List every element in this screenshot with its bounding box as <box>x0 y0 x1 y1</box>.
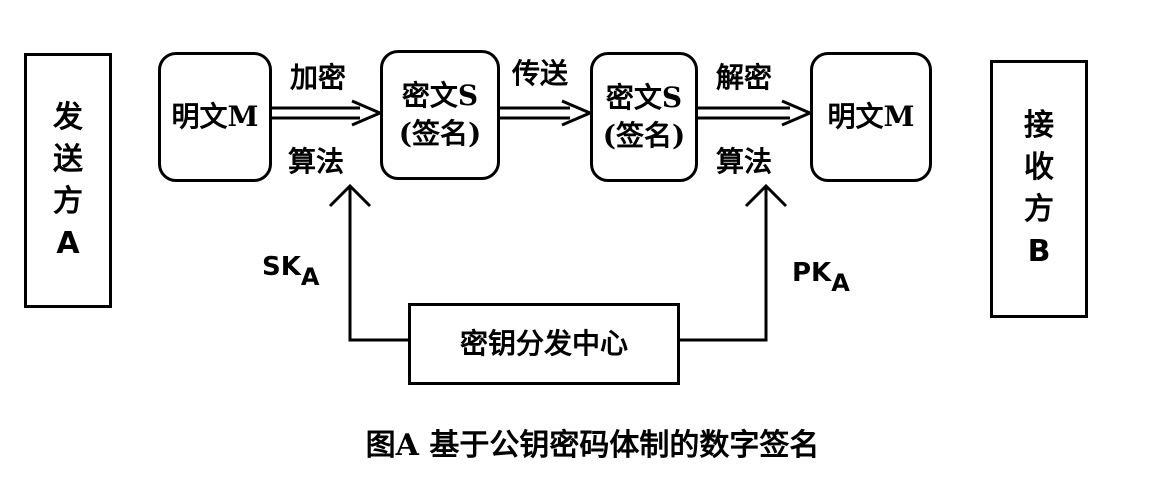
encrypt-label-bottom: 算法 <box>288 145 345 178</box>
plaintext-right-label: 明文M <box>827 100 915 133</box>
sk-main: SK <box>262 252 301 282</box>
transmit-arrow <box>500 99 594 127</box>
kdc-box: 密钥分发中心 <box>408 303 680 385</box>
receiver-char: 方 <box>1024 192 1054 227</box>
pk-sub: A <box>831 269 850 297</box>
sender-box: 发 送 方 A <box>24 53 112 308</box>
plaintext-left-label: 明文M <box>171 100 259 133</box>
plaintext-left-box: 明文M <box>158 52 272 182</box>
plaintext-right-box: 明文M <box>810 52 932 182</box>
figure-caption: 图A 基于公钥密码体制的数字签名 <box>365 428 820 463</box>
ciphertext-2-line1: 密文S <box>605 81 683 114</box>
transmit-label: 传送 <box>512 57 569 90</box>
kdc-label: 密钥分发中心 <box>459 327 628 360</box>
decrypt-arrow <box>698 99 814 127</box>
pk-label: PKA <box>792 258 850 297</box>
sender-char: A <box>56 225 80 261</box>
sender-char: 方 <box>53 183 83 219</box>
decrypt-label-top: 解密 <box>716 61 773 94</box>
receiver-char: 接 <box>1024 108 1054 143</box>
ciphertext-2-line2: (签名) <box>602 119 686 152</box>
encrypt-arrow <box>272 99 384 127</box>
encrypt-label-top: 加密 <box>290 61 347 94</box>
receiver-box: 接 收 方 B <box>990 60 1088 318</box>
sk-sub: A <box>300 263 320 291</box>
ciphertext-box-1: 密文S (签名) <box>380 50 500 180</box>
receiver-char: B <box>1027 234 1051 269</box>
sender-char: 送 <box>53 141 83 177</box>
ciphertext-1-line1: 密文S <box>401 79 479 112</box>
decrypt-label-bottom: 算法 <box>716 145 773 178</box>
sk-label: SKA <box>262 252 319 291</box>
ciphertext-box-2: 密文S (签名) <box>590 52 698 182</box>
ciphertext-1-line2: (签名) <box>398 117 482 150</box>
sender-char: 发 <box>53 99 83 135</box>
pk-main: PK <box>792 258 832 288</box>
receiver-char: 收 <box>1024 150 1054 185</box>
sk-line <box>328 183 408 342</box>
pk-line <box>680 183 788 342</box>
